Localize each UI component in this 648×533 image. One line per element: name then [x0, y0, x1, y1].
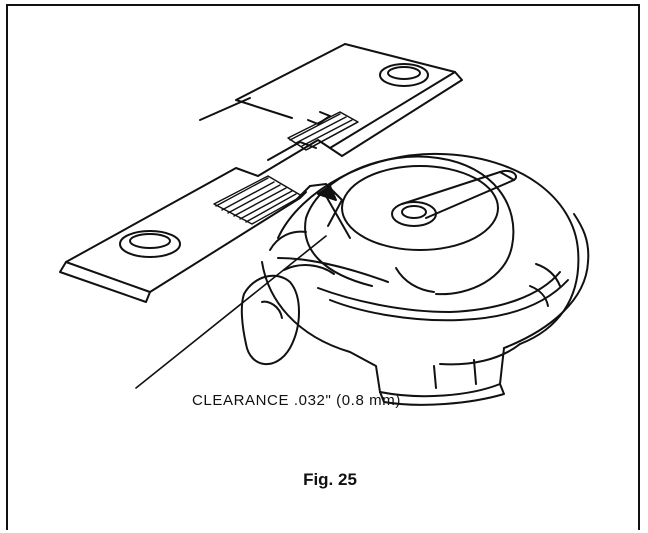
plate-screw-holes	[120, 64, 428, 257]
figure-frame	[6, 4, 640, 530]
figure-caption: Fig. 25	[303, 470, 357, 489]
callout-leader-line	[136, 236, 326, 388]
clearance-label: CLEARANCE .032" (0.8 mm)	[192, 392, 401, 409]
rotary-hook	[242, 154, 588, 405]
clearance-arrow	[318, 186, 350, 238]
feed-dog-teeth	[214, 112, 358, 224]
needle-plate	[60, 44, 462, 302]
